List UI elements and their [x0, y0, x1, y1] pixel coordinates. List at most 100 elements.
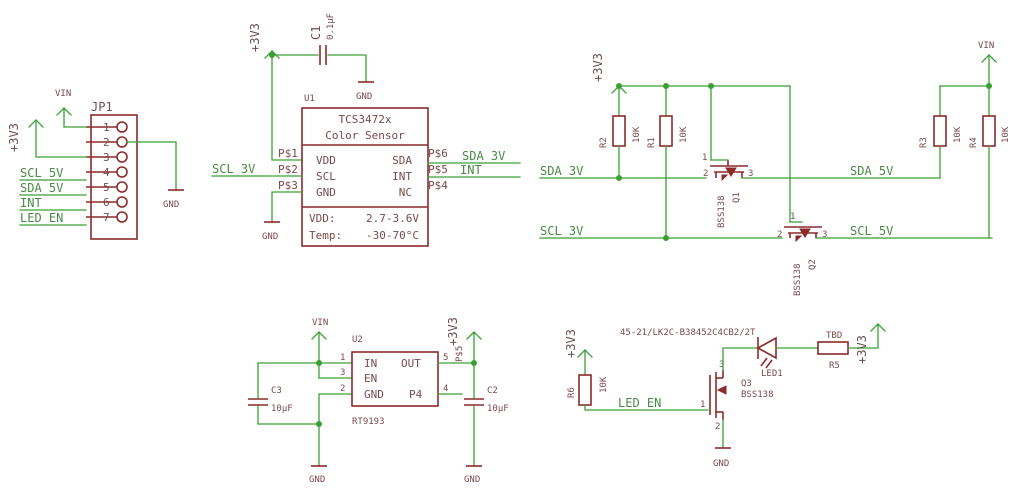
u2-pnum-1: 1 [340, 353, 345, 363]
q1-mosfet: 1 2 3 BSS138 Q1 [702, 153, 941, 228]
led-driver: 45-21/LK2C-B38452C4CB2/2T +3V3 R6 10K LE… [564, 323, 886, 469]
u2-gnd-wire [318, 393, 353, 467]
jp1-header: JP1 1 2 3 4 5 6 7 VIN +3V [7, 89, 184, 240]
led1-diode [756, 336, 777, 369]
q3-pin-1: 1 [700, 400, 705, 410]
q3-pin-3: 3 [719, 360, 724, 370]
jp1-pin-3 [116, 151, 128, 163]
q2-pin-2: 2 [777, 230, 782, 240]
r1-resistor [659, 115, 673, 147]
u2-pnum-5: 5 [443, 353, 448, 363]
q2-pin-3: 3 [822, 230, 827, 240]
u1-ref: U1 [304, 94, 315, 104]
shifter-net-sda5: SDA_5V [850, 164, 893, 178]
jp1-pin-num-1: 1 [103, 121, 110, 134]
u1-pin-vdd: VDD [316, 154, 336, 167]
jp1-3v3-label: +3V3 [7, 123, 21, 152]
u1-net-scl: SCL_3V [212, 162, 255, 176]
led-net-en: LED_EN [618, 396, 661, 410]
r3-value: 10K [953, 126, 963, 143]
c1-gnd-wire [327, 54, 367, 83]
led1-ref: LED1 [761, 369, 783, 379]
c3-value: 10µF [271, 404, 293, 414]
u2-ref: U2 [352, 335, 363, 345]
q3-part: BSS138 [741, 390, 774, 400]
jp1-net-int: INT [20, 196, 42, 210]
r6-value: 10K [599, 376, 609, 393]
led-3v3-label-right: +3V3 [855, 335, 869, 364]
jp1-pin-2 [116, 136, 128, 148]
u2-pnum-3: 3 [340, 368, 345, 378]
c1-value: 0.1µF [326, 13, 336, 40]
r4-ref: R4 [969, 137, 979, 148]
jp1-pin-num-6: 6 [103, 196, 110, 209]
led1-part: 45-21/LK2C-B38452C4CB2/2T [620, 328, 756, 338]
q1-part: BSS138 [717, 195, 727, 228]
u2-regulator: VIN GND C3 10µF U2 IN EN GND OUT P4 1 3 … [248, 317, 509, 485]
q3-pin-2: 2 [715, 422, 720, 432]
jp1-ref: JP1 [91, 100, 113, 114]
u1-pin-scl: SCL [316, 170, 336, 183]
q2-part: BSS138 [793, 263, 803, 296]
jp1-3v3-wire [35, 119, 87, 158]
r2-ref: R2 [599, 137, 609, 148]
q1-pin-2: 2 [703, 169, 708, 179]
r5-ref: R5 [829, 361, 840, 371]
jp1-pin-num-3: 3 [103, 151, 110, 164]
jp1-net-sda: SDA_5V [20, 181, 63, 195]
q3-ref: Q3 [741, 379, 752, 389]
r5-resistor [817, 341, 849, 355]
q2-pin-1: 1 [790, 212, 795, 222]
led-3v3-label-left: +3V3 [564, 329, 578, 358]
u1-pin-sda: SDA [392, 154, 412, 167]
3v3-arrow-r5 [870, 323, 886, 332]
u2-3v3-label: +3V3 [446, 317, 460, 346]
u1-net-sda: SDA_3V [462, 149, 505, 163]
jp1-pin-7 [116, 211, 128, 223]
r1-value: 10K [679, 126, 689, 143]
q1-pin-3: 3 [748, 169, 753, 179]
u1-vdd-wire [271, 50, 303, 161]
c2-value: 10µF [487, 404, 509, 414]
u1-pnum-1: P$1 [278, 147, 298, 160]
shifter-net-scl3: SCL_3V [540, 224, 583, 238]
u2-pin-gnd: GND [364, 388, 384, 401]
u1-3v3-label: +3V3 [248, 23, 262, 52]
jp1-pins [86, 121, 128, 223]
u1-part: TCS3472x [339, 113, 392, 126]
u2-pin-p4: P4 [409, 388, 423, 401]
u2-pnum-4: 4 [443, 384, 448, 394]
shifter-vin-label: VIN [978, 41, 994, 51]
shifter-3v3-label: +3V3 [591, 53, 605, 82]
jp1-pin-1 [116, 121, 128, 133]
r3-ref: R3 [919, 137, 929, 148]
u1-gnd-label: GND [262, 232, 278, 242]
c3-ref: C3 [271, 386, 282, 396]
u2-gnd-label: GND [309, 475, 325, 485]
level-shifter: +3V3 R2 10K R1 10K SDA_3V SCL_3V [539, 41, 1011, 296]
jp1-pin-num-2: 2 [103, 136, 110, 149]
jp1-pin-num-7: 7 [103, 211, 110, 224]
jp1-net-led-en: LED_EN [20, 211, 63, 225]
r2-value: 10K [632, 126, 642, 143]
3v3-arrow-jp1 [28, 119, 44, 128]
jp1-pin-4 [116, 166, 128, 178]
u2-p5-label: P$5 [455, 346, 465, 362]
c1-ref: C1 [309, 26, 323, 40]
r5-value: TBD [826, 331, 842, 341]
jp1-body [90, 114, 138, 240]
u1-vdd-value: 2.7-3.6V [366, 212, 419, 225]
jp1-vin-label: VIN [55, 89, 71, 99]
u1-pin-nc: NC [399, 186, 412, 199]
u1-pin-gnd: GND [316, 186, 336, 199]
u1-vdd-label: VDD: [309, 212, 336, 225]
u2-pin-out: OUT [401, 357, 421, 370]
u2-part: RT9193 [352, 417, 385, 427]
jp1-pin-5 [116, 181, 128, 193]
jp1-pin-6 [116, 196, 128, 208]
shifter-net-scl5: SCL_5V [850, 224, 893, 238]
q3-gnd-label: GND [713, 459, 729, 469]
u1-color-sensor: +3V3 C1 0.1µF GND U1 TCS3472x Color Sens… [211, 13, 521, 247]
